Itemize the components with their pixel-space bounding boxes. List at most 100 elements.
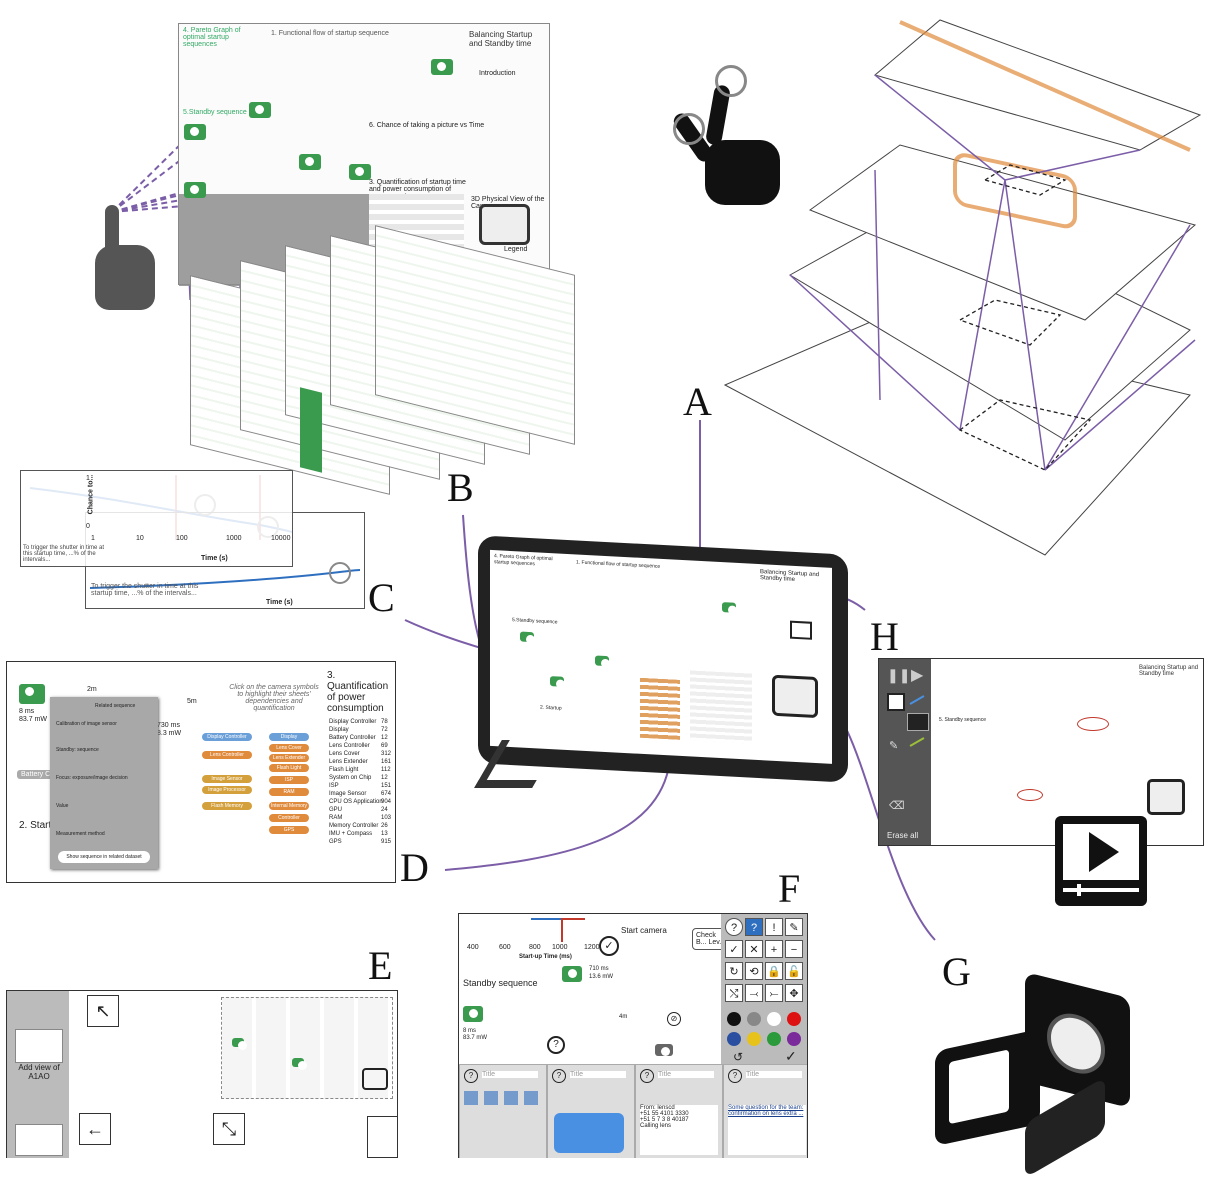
part-value: 151	[381, 783, 392, 789]
chip[interactable]: Flash Light	[269, 764, 309, 772]
question-icon[interactable]: ?	[552, 1069, 566, 1083]
color-black[interactable]	[727, 1012, 741, 1026]
camera-icon[interactable]	[19, 684, 45, 704]
f-card-title[interactable]: Title	[482, 1071, 538, 1078]
tool-exclaim[interactable]: !	[765, 918, 783, 936]
f-no-icon[interactable]: ⊘	[667, 1012, 681, 1026]
chip[interactable]: Lens Controller	[202, 751, 252, 759]
camera-icon[interactable]	[562, 966, 582, 982]
tool-merge[interactable]: ⤙	[745, 984, 763, 1002]
color-purple[interactable]	[787, 1032, 801, 1046]
play-icon[interactable]: ▶	[911, 667, 924, 684]
f-card[interactable]: ? Title	[547, 1064, 635, 1158]
tool-help[interactable]: ?	[725, 918, 743, 936]
camera-icon[interactable]	[550, 676, 564, 687]
f-card[interactable]: ? Title Some question for the team: conf…	[723, 1064, 807, 1158]
pen-red-icon[interactable]	[907, 713, 929, 731]
chip[interactable]: RAM	[269, 788, 309, 796]
tool-move[interactable]: ✥	[785, 984, 803, 1002]
chip[interactable]: Image Sensor	[202, 775, 252, 783]
chip[interactable]: ISP	[269, 776, 309, 784]
e-corner-box[interactable]: ↖	[87, 995, 119, 1027]
undo-icon[interactable]: ↺	[733, 1050, 744, 1064]
color-red[interactable]	[787, 1012, 801, 1026]
camera-icon[interactable]	[722, 602, 736, 613]
tool-plus[interactable]: +	[765, 940, 783, 958]
chip[interactable]: Display Controller	[202, 733, 252, 741]
f-card[interactable]: ? Title	[459, 1064, 547, 1158]
chip[interactable]: GPS	[269, 826, 309, 834]
pen-blue-icon[interactable]	[909, 695, 925, 705]
chip[interactable]: Controller	[269, 814, 309, 822]
tool-attach[interactable]: ✎	[785, 918, 803, 936]
label-f: F	[778, 866, 801, 911]
play-video-icon[interactable]	[1055, 816, 1147, 906]
chip[interactable]: Display	[269, 733, 309, 741]
e-corner-box[interactable]: ←	[79, 1113, 111, 1145]
color-yellow[interactable]	[747, 1032, 761, 1046]
camera-icon[interactable]	[292, 1058, 307, 1070]
part-name: IMU + Compass	[329, 831, 373, 837]
brush-icon[interactable]: ✎	[889, 740, 899, 752]
label-e: E	[368, 943, 393, 988]
tool-split[interactable]: ⤚	[765, 984, 783, 1002]
chip[interactable]: Internal Memory	[269, 802, 309, 810]
camera-icon[interactable]	[184, 182, 206, 198]
chip[interactable]: Lens Extender	[269, 754, 309, 762]
question-icon[interactable]: ?	[640, 1069, 654, 1083]
tablet-screen[interactable]: 4. Pareto Graph of optimal startup seque…	[490, 549, 832, 764]
chip[interactable]: Flash Memory	[202, 802, 252, 810]
tool-shuffle[interactable]: ⤭	[725, 984, 743, 1002]
panel-c-tick: 100	[176, 535, 188, 542]
poster-intro-title: Introduction	[479, 70, 516, 77]
chip[interactable]: Lens Cover	[269, 744, 309, 752]
eraser-icon[interactable]: ⌫	[889, 800, 905, 812]
pause-icon[interactable]: ❚❚	[887, 667, 911, 683]
camera-icon[interactable]	[655, 1044, 673, 1056]
part-value: 69	[381, 743, 388, 749]
camera-icon[interactable]	[299, 154, 321, 170]
f-card-title[interactable]: Title	[658, 1071, 714, 1078]
f-card[interactable]: ? Title From: lenscd +51 55 4101 3330 +5…	[635, 1064, 723, 1158]
camera-icon[interactable]	[184, 124, 206, 140]
tool-minus[interactable]: −	[785, 940, 803, 958]
e-add-view[interactable]: Add view of A1AO	[18, 1063, 60, 1081]
part-name: ISP	[329, 783, 339, 789]
done-icon[interactable]: ✓	[785, 1048, 797, 1064]
panel-c-chart[interactable]: Chance to... 1 0 1 10 100 1000 10000 Tim…	[20, 470, 293, 567]
question-icon[interactable]: ?	[464, 1069, 478, 1083]
f-card-title[interactable]: Title	[570, 1071, 626, 1078]
f-card-title[interactable]: Title	[746, 1071, 802, 1078]
camera-icon[interactable]	[463, 1006, 483, 1022]
question-icon[interactable]: ?	[728, 1069, 742, 1083]
tool-unlock[interactable]: 🔓	[785, 962, 803, 980]
tool-question[interactable]: ?	[745, 918, 763, 936]
e-corner-box[interactable]	[367, 1116, 397, 1158]
tool-cross[interactable]: ✕	[745, 940, 763, 958]
color-blue[interactable]	[727, 1032, 741, 1046]
pen-icon[interactable]	[887, 693, 905, 711]
question-icon[interactable]: ?	[547, 1036, 565, 1054]
camera-icon[interactable]	[232, 1038, 247, 1050]
e-thumb[interactable]	[15, 1124, 63, 1156]
camera-icon[interactable]	[595, 655, 609, 667]
color-white[interactable]	[767, 1012, 781, 1026]
e-thumb[interactable]	[15, 1029, 63, 1063]
pen-green-icon[interactable]	[909, 737, 925, 747]
tool-lock[interactable]: 🔒	[765, 962, 783, 980]
tool-check[interactable]: ✓	[725, 940, 743, 958]
camera-icon[interactable]	[520, 631, 534, 643]
e-corner-box[interactable]: ⤡	[213, 1113, 245, 1145]
play-video-icon[interactable]	[790, 620, 812, 640]
h-erase-all[interactable]: Erase all	[887, 831, 919, 840]
camera-icon[interactable]	[431, 59, 453, 75]
f-check-icon[interactable]: ✓	[599, 936, 619, 956]
tool-refresh[interactable]: ⟲	[745, 962, 763, 980]
chip[interactable]: Image Processor	[202, 786, 252, 794]
color-green[interactable]	[767, 1032, 781, 1046]
camera-icon[interactable]	[249, 102, 271, 118]
camera-icon[interactable]	[349, 164, 371, 180]
tool-redo[interactable]: ↻	[725, 962, 743, 980]
color-gray[interactable]	[747, 1012, 761, 1026]
popup-button[interactable]: Show sequence in related dataset	[58, 851, 150, 863]
